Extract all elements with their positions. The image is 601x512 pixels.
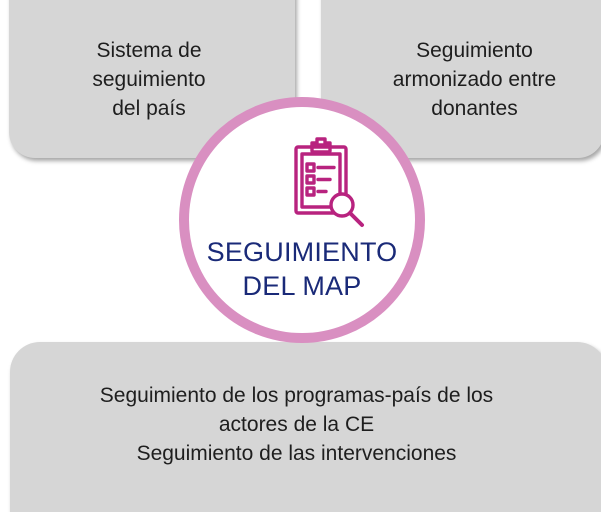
box-programme-monitoring: Seguimiento de los programas-país de los…: [10, 342, 601, 512]
clipboard-search-icon: [294, 137, 364, 227]
box-programme-monitoring-text: Seguimiento de los programas-país de los…: [99, 384, 494, 465]
box-country-monitoring: Sistema de seguimiento del país: [9, 0, 295, 158]
box-donor-monitoring-text: Seguimiento armonizado entre donantes: [392, 39, 557, 120]
box-country-monitoring-text: Sistema de seguimiento del país: [92, 39, 206, 120]
central-circle: SEGUIMIENTO DEL MAP: [179, 97, 425, 343]
circle-title: SEGUIMIENTO DEL MAP: [206, 237, 398, 301]
